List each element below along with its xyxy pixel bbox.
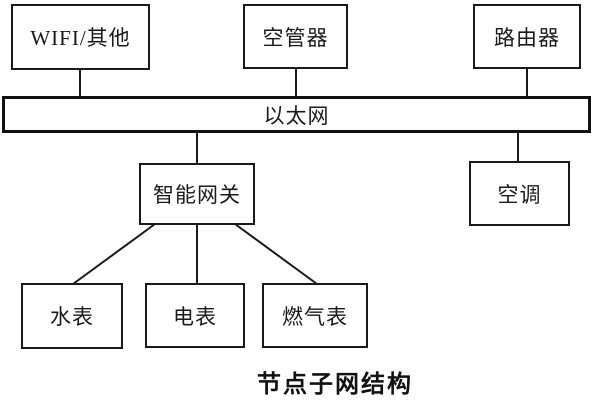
node-air-manager-label: 空管器 xyxy=(262,25,329,50)
node-water-meter-label: 水表 xyxy=(50,305,94,329)
node-smart-gateway-label: 智能网关 xyxy=(153,183,241,207)
node-router: 路由器 xyxy=(473,4,581,69)
ethernet-bus-label: 以太网 xyxy=(263,103,330,128)
node-electric-meter-label: 电表 xyxy=(173,304,217,329)
node-air-conditioner-label: 空调 xyxy=(497,182,542,207)
node-gas-meter-label: 燃气表 xyxy=(282,304,348,329)
ethernet-bus-bar: 以太网 xyxy=(2,96,591,133)
node-air-manager: 空管器 xyxy=(243,4,348,69)
node-water-meter: 水表 xyxy=(21,283,123,349)
node-gas-meter: 燃气表 xyxy=(262,283,368,348)
diagram-caption: 节点子网结构 xyxy=(257,371,413,398)
node-wifi-other-label: WIFI/其他 xyxy=(30,26,131,50)
connector-gateway-water xyxy=(72,223,156,285)
connector-gateway-gas xyxy=(234,223,318,285)
node-smart-gateway: 智能网关 xyxy=(139,163,255,225)
node-air-conditioner: 空调 xyxy=(469,161,570,226)
node-router-label: 路由器 xyxy=(494,25,560,50)
node-electric-meter: 电表 xyxy=(145,283,245,348)
node-wifi-other: WIFI/其他 xyxy=(11,4,150,70)
